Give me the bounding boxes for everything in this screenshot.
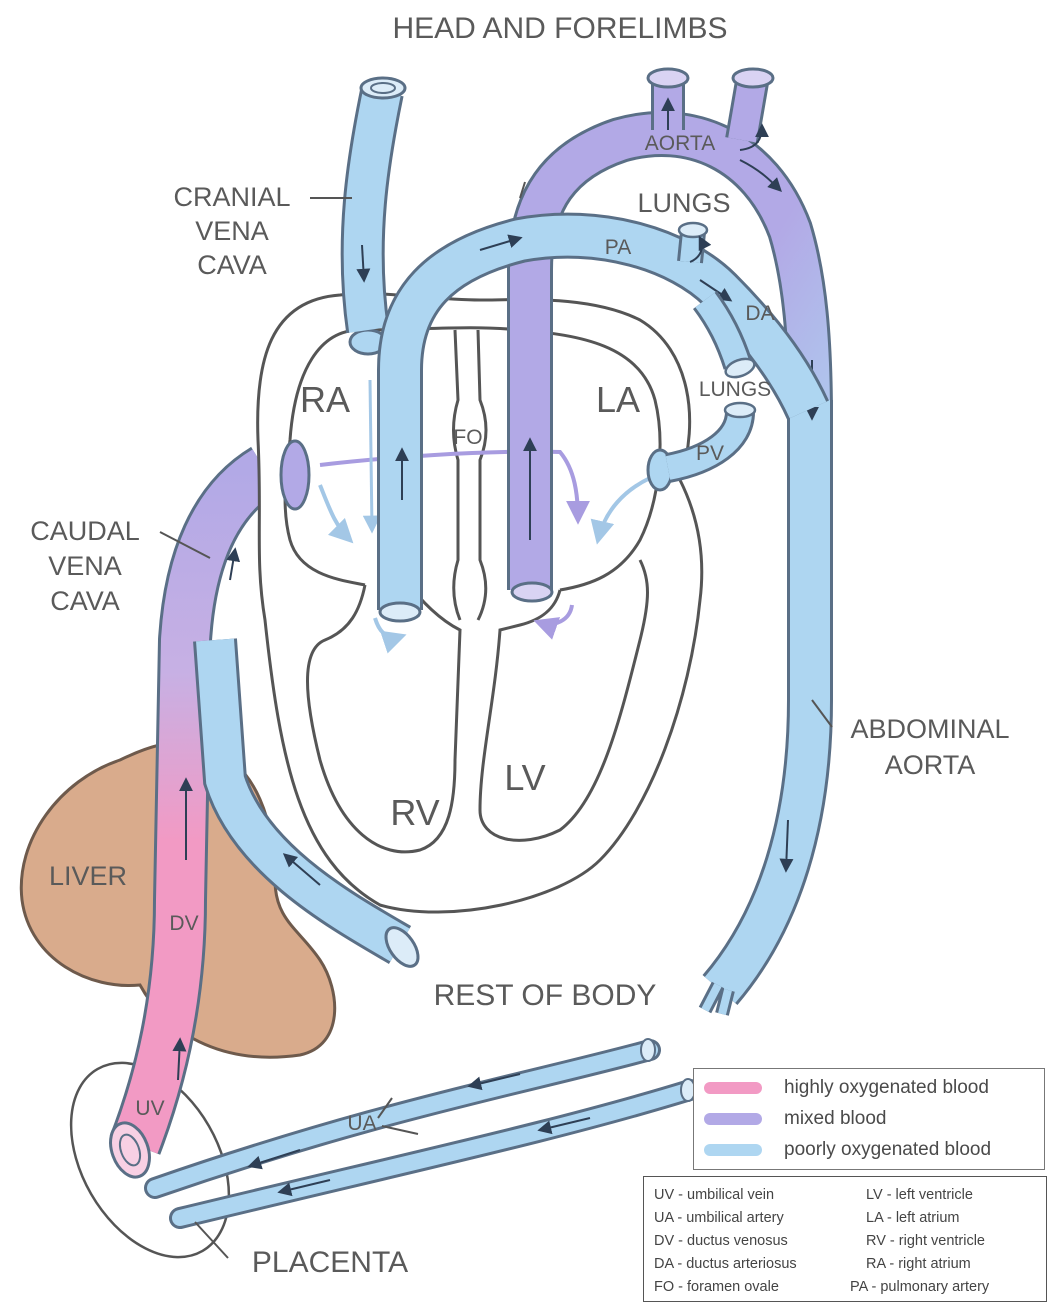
abdominal-aorta-label-1: ABDOMINAL bbox=[850, 714, 1009, 744]
cranial-vena-cava-label-1: CRANIAL bbox=[173, 182, 290, 212]
abbr-ua: UA - umbilical artery bbox=[654, 1210, 784, 1226]
legend-label: highly oxygenated blood bbox=[784, 1077, 989, 1099]
abbr-uv: UV - umbilical vein bbox=[654, 1187, 774, 1203]
legend-label: mixed blood bbox=[784, 1108, 886, 1130]
aorta-label: AORTA bbox=[645, 132, 715, 155]
rv-label: RV bbox=[390, 792, 439, 833]
abbreviations-key: UV - umbilical vein UA - umbilical arter… bbox=[643, 1176, 1047, 1302]
caudal-vena-cava-label-2: VENA bbox=[48, 551, 122, 581]
pv-label: PV bbox=[696, 442, 724, 465]
abbr-ra: RA - right atrium bbox=[866, 1256, 971, 1272]
legend-item-highly-oxygenated: highly oxygenated blood bbox=[704, 1075, 989, 1101]
lv-label: LV bbox=[504, 757, 545, 798]
abbr-pa: PA - pulmonary artery bbox=[850, 1279, 989, 1295]
fo-label: FO bbox=[453, 426, 482, 449]
legend-swatch-blue bbox=[704, 1144, 762, 1156]
legend-item-mixed: mixed blood bbox=[704, 1106, 886, 1132]
liver-label: LIVER bbox=[49, 861, 127, 891]
legend-item-poorly-oxygenated: poorly oxygenated blood bbox=[704, 1137, 991, 1163]
abdominal-aorta-label-2: AORTA bbox=[885, 750, 976, 780]
color-legend: highly oxygenated blood mixed blood poor… bbox=[693, 1068, 1045, 1170]
lungs-top-label: LUNGS bbox=[637, 188, 730, 218]
legend-label: poorly oxygenated blood bbox=[784, 1139, 991, 1161]
legend-swatch-pink bbox=[704, 1082, 762, 1094]
abbr-la: LA - left atrium bbox=[866, 1210, 959, 1226]
ua-label: UA bbox=[347, 1112, 376, 1135]
da-label: DA bbox=[745, 302, 774, 325]
legend-swatch-purple bbox=[704, 1113, 762, 1125]
rest-of-body-label: REST OF BODY bbox=[434, 979, 657, 1012]
pa-label: PA bbox=[605, 236, 631, 259]
la-label: LA bbox=[596, 379, 640, 420]
ra-label: RA bbox=[300, 379, 350, 420]
uv-label: UV bbox=[135, 1097, 164, 1120]
abbr-dv: DV - ductus venosus bbox=[654, 1233, 788, 1249]
caudal-vena-cava-label-1: CAUDAL bbox=[30, 516, 140, 546]
abbr-fo: FO - foramen ovale bbox=[654, 1279, 779, 1295]
abbr-rv: RV - right ventricle bbox=[866, 1233, 985, 1249]
cranial-vena-cava-label-3: CAVA bbox=[197, 250, 267, 280]
abbr-da: DA - ductus arteriosus bbox=[654, 1256, 797, 1272]
caudal-vena-cava-inlet bbox=[281, 441, 309, 509]
head-forelimbs-label: HEAD AND FORELIMBS bbox=[392, 12, 727, 45]
cranial-vena-cava-label-2: VENA bbox=[195, 216, 269, 246]
placenta-label: PLACENTA bbox=[252, 1246, 408, 1279]
lungs-mid-label: LUNGS bbox=[699, 378, 771, 401]
abbr-lv: LV - left ventricle bbox=[866, 1187, 973, 1203]
caudal-vena-cava-label-3: CAVA bbox=[50, 586, 120, 616]
dv-label: DV bbox=[169, 912, 198, 935]
